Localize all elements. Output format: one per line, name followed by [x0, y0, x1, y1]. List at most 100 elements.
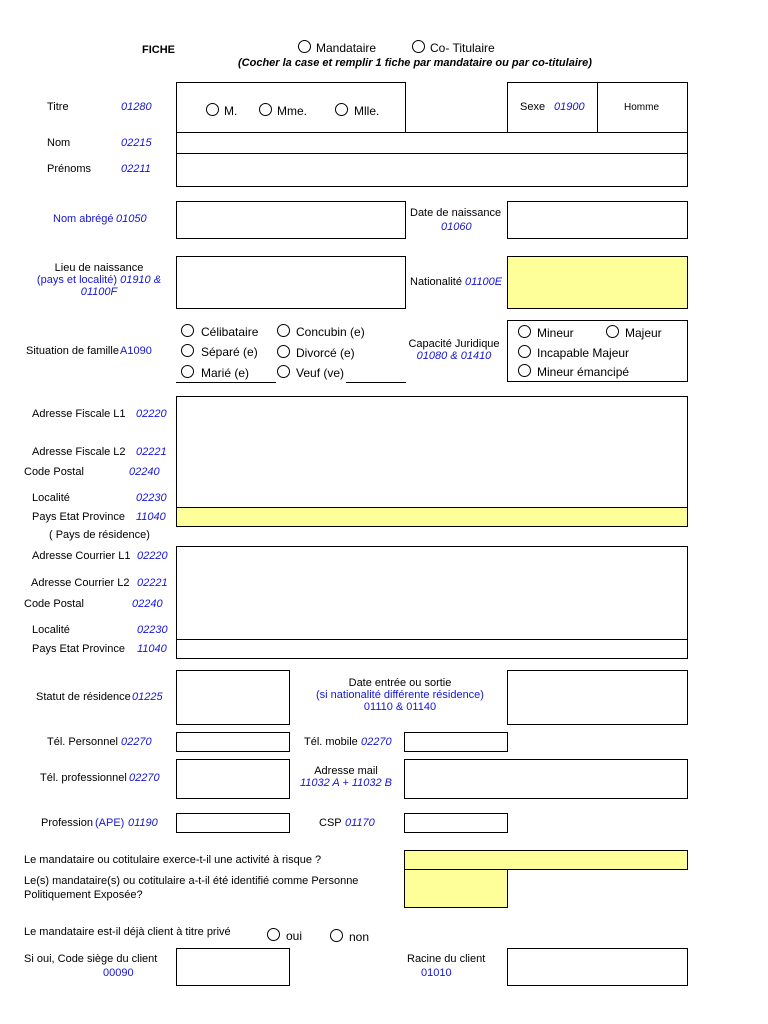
date-entree-sub: (si nationalité différente résidence)	[316, 689, 484, 701]
prenoms-field[interactable]	[176, 153, 688, 187]
client-prive-question: Le mandataire est-il déjà client à titre…	[24, 926, 231, 938]
mail-field[interactable]	[404, 759, 688, 799]
emancipe-radio[interactable]	[518, 364, 531, 377]
nationalite-label: Nationalité	[410, 276, 462, 288]
mail-label: Adresse mail	[314, 765, 378, 777]
marie-radio[interactable]	[181, 365, 194, 378]
courrier-localite-label: Localité	[32, 624, 70, 636]
veuf-radio[interactable]	[277, 365, 290, 378]
adresse-courrier-field[interactable]	[176, 546, 688, 640]
code-siege-field[interactable]	[176, 948, 290, 986]
lieu-naissance-field[interactable]	[176, 256, 406, 309]
ppe-question-line1: Le(s) mandataire(s) ou cotitulaire a-t-i…	[24, 875, 359, 887]
nationalite-code: 01100E	[465, 276, 503, 288]
racine-field[interactable]	[507, 948, 688, 986]
fiscale-pays-label: Pays Etat Province	[32, 511, 125, 523]
sexe-code: 01900	[554, 101, 585, 113]
titre-mlle-radio[interactable]	[335, 103, 348, 116]
situation-code: A1090	[120, 345, 152, 357]
tel-perso-code: 02270	[121, 736, 152, 748]
capacite-box	[507, 320, 688, 382]
celibataire-radio[interactable]	[181, 324, 194, 337]
ppe-question-line2: Politiquement Exposée?	[24, 889, 143, 901]
sexe-value[interactable]: Homme	[624, 102, 660, 113]
nom-abrege-field[interactable]	[176, 201, 406, 239]
divorce-label: Divorcé (e)	[296, 346, 355, 360]
fiscale-l1-label: Adresse Fiscale L1	[32, 408, 126, 420]
lieu-naissance-code1: 01910 &	[120, 274, 162, 286]
date-entree-field[interactable]	[507, 670, 688, 725]
nationalite-field[interactable]	[507, 256, 688, 309]
courrier-l1-label: Adresse Courrier L1	[32, 550, 131, 562]
marie-label: Marié (e)	[201, 366, 250, 380]
concubin-radio[interactable]	[277, 324, 290, 337]
statut-residence-label: Statut de résidence	[36, 691, 131, 703]
courrier-localite-code: 02230	[137, 624, 168, 636]
date-naissance-field[interactable]	[507, 201, 688, 239]
titre-m-label: M.	[224, 104, 238, 118]
non-radio[interactable]	[330, 929, 343, 942]
date-naissance-code: 01060	[441, 221, 472, 233]
lieu-naissance-code2: 01100F	[80, 286, 118, 298]
date-entree-code: 01110 & 01140	[363, 701, 437, 713]
statut-residence-field[interactable]	[176, 670, 290, 725]
date-entree-label-group: Date entrée ou sortie (si nationalité di…	[300, 677, 500, 713]
situation-underline-2	[346, 382, 406, 383]
csp-field[interactable]	[404, 813, 508, 833]
lieu-naissance-sub: (pays et localité)	[36, 274, 118, 286]
risque-field[interactable]	[404, 850, 688, 870]
fiscale-pays-code: 11040	[136, 511, 166, 523]
courrier-pays-field[interactable]	[176, 639, 688, 659]
capacite-label: Capacité Juridique	[408, 338, 500, 350]
tel-mobile-field[interactable]	[404, 732, 508, 752]
mineur-label: Mineur	[537, 326, 574, 340]
cotitulaire-radio[interactable]	[412, 40, 425, 53]
divorce-radio[interactable]	[277, 345, 290, 358]
racine-code: 01010	[421, 967, 452, 979]
celibataire-label: Célibataire	[201, 325, 259, 339]
adresse-fiscale-field[interactable]	[176, 396, 688, 508]
emancipe-label: Mineur émancipé	[537, 365, 630, 379]
oui-radio[interactable]	[267, 928, 280, 941]
titre-mlle-label: Mlle.	[354, 104, 380, 118]
separe-radio[interactable]	[181, 344, 194, 357]
situation-label: Situation de famille	[26, 345, 119, 357]
fiscale-pays-field[interactable]	[176, 507, 688, 527]
mail-label-group: Adresse mail 11032 A + 11032 B	[296, 765, 396, 789]
fiscale-cp-code: 02240	[129, 466, 160, 478]
prenoms-code: 02211	[121, 163, 151, 175]
racine-label: Racine du client	[407, 953, 486, 965]
csp-code: 01170	[345, 817, 375, 829]
mandataire-radio[interactable]	[298, 40, 311, 53]
courrier-pays-code: 11040	[137, 643, 167, 655]
sexe-divider	[597, 82, 598, 133]
statut-residence-code: 01225	[132, 691, 163, 703]
ppe-field[interactable]	[404, 869, 508, 908]
incapable-radio[interactable]	[518, 345, 531, 358]
titre-m-radio[interactable]	[206, 103, 219, 116]
capacite-code: 01080 & 01410	[416, 350, 492, 362]
courrier-pays-label: Pays Etat Province	[32, 643, 125, 655]
tel-pro-label: Tél. professionnel	[40, 772, 127, 784]
titre-label: Titre	[47, 101, 69, 113]
fiscale-localite-label: Localité	[32, 492, 70, 504]
nom-field[interactable]	[176, 132, 688, 154]
tel-pro-code: 02270	[129, 772, 160, 784]
mineur-radio[interactable]	[518, 325, 531, 338]
tel-perso-field[interactable]	[176, 732, 290, 752]
majeur-radio[interactable]	[606, 325, 619, 338]
fiscale-cp-label: Code Postal	[24, 466, 84, 478]
courrier-cp-label: Code Postal	[24, 598, 84, 610]
fiscale-l1-code: 02220	[136, 408, 167, 420]
titre-mme-label: Mme.	[277, 104, 307, 118]
mandataire-label: Mandataire	[316, 41, 377, 55]
non-label: non	[349, 930, 370, 944]
csp-label: CSP	[319, 817, 342, 829]
lieu-naissance-label: Lieu de naissance	[54, 262, 144, 274]
incapable-label: Incapable Majeur	[537, 346, 630, 360]
profession-field[interactable]	[176, 813, 290, 833]
courrier-l2-code: 02221	[137, 577, 168, 589]
titre-mme-radio[interactable]	[259, 103, 272, 116]
tel-pro-field[interactable]	[176, 759, 290, 799]
sexe-label: Sexe	[520, 101, 546, 113]
